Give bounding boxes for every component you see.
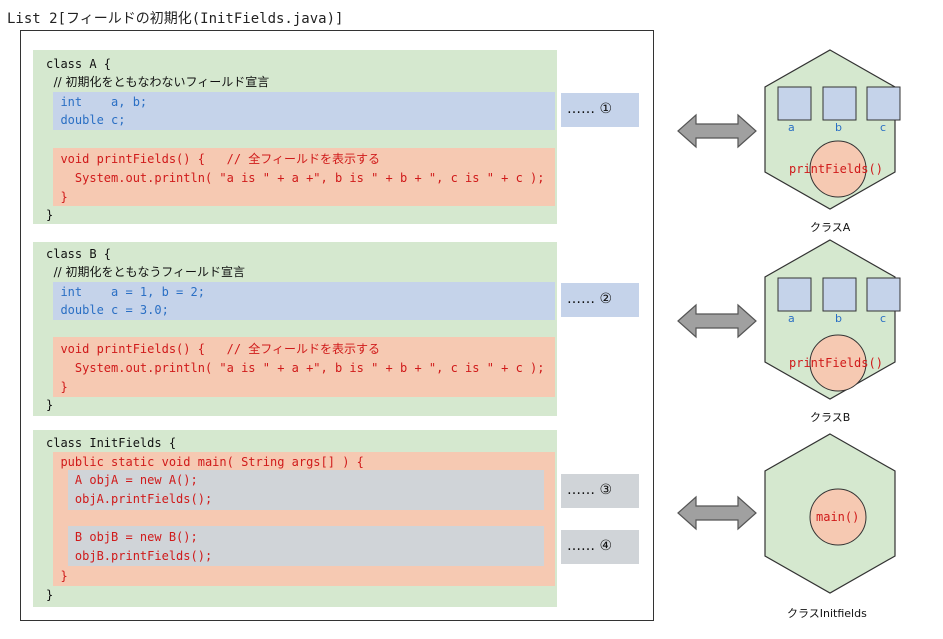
- marker-4-label: …… ④: [567, 538, 613, 554]
- print-b-line: objB.printFields();: [46, 549, 213, 563]
- class-b-field-int: int a = 1, b = 2;: [46, 285, 205, 299]
- class-a-fields-block: [53, 92, 555, 130]
- marker-4: …… ④: [561, 530, 639, 564]
- caption-class-b: クラスB: [810, 411, 851, 424]
- double-arrow-icon-init: [677, 495, 757, 531]
- caption-class-a: クラスA: [810, 221, 851, 234]
- marker-1-label: …… ①: [567, 101, 613, 117]
- class-b-field-double: double c = 3.0;: [46, 303, 169, 317]
- call-b-block: [68, 526, 544, 566]
- field-b-label: b: [835, 121, 842, 134]
- marker-3-label: …… ③: [567, 482, 613, 498]
- class-init-line-0: class InitFields {: [46, 436, 177, 450]
- method-circle-a: [809, 140, 867, 198]
- marker-1: …… ①: [561, 93, 639, 127]
- new-b-line: B objB = new B();: [46, 530, 198, 544]
- field-c-box: [866, 86, 901, 121]
- method-label-a: printFields(): [789, 162, 883, 176]
- field-b-a-box: [777, 277, 812, 312]
- class-a-field-int: int a, b;: [46, 95, 148, 109]
- field-a-box: [777, 86, 812, 121]
- method-label-b: printFields(): [789, 356, 883, 370]
- class-a-method-decl: void printFields() { // 全フィールドを表示する: [46, 152, 381, 166]
- class-a-method-close: }: [46, 190, 68, 204]
- main-circle: [809, 488, 867, 546]
- class-b-method-body: System.out.println( "a is " + a +", b is…: [46, 361, 545, 375]
- field-a-label: a: [788, 121, 795, 134]
- class-b-method-decl: void printFields() { // 全フィールドを表示する: [46, 342, 381, 356]
- page-title: List 2[フィールドの初期化(InitFields.java)]: [7, 11, 344, 27]
- class-b-method-block: [53, 337, 555, 397]
- marker-3: …… ③: [561, 474, 639, 508]
- class-a-comment: // 初期化をともなわないフィールド宣言: [46, 75, 270, 89]
- class-init-close: }: [46, 588, 54, 602]
- class-b-close: }: [46, 398, 54, 412]
- field-b-b-box: [822, 277, 857, 312]
- print-a-line: objA.printFields();: [46, 492, 213, 506]
- class-b-line-0: class B {: [46, 247, 112, 261]
- call-a-block: [68, 470, 544, 510]
- class-a-line-0: class A {: [46, 57, 112, 71]
- caption-class-init: クラスInitfields: [787, 607, 867, 620]
- new-a-line: A objA = new A();: [46, 473, 198, 487]
- double-arrow-icon-a: [677, 113, 757, 149]
- field-b-c-box: [866, 277, 901, 312]
- class-a-method-body: System.out.println( "a is " + a +", b is…: [46, 171, 545, 185]
- field-b-c-label: c: [880, 312, 887, 325]
- field-b-b-label: b: [835, 312, 842, 325]
- class-a-method-block: [53, 148, 555, 206]
- code-frame: [20, 30, 654, 621]
- marker-2: …… ②: [561, 283, 639, 317]
- class-b-fields-block: [53, 282, 555, 320]
- field-b-a-label: a: [788, 312, 795, 325]
- marker-2-label: …… ②: [567, 291, 613, 307]
- main-close: }: [46, 569, 68, 583]
- class-a-close: }: [46, 208, 54, 222]
- main-label: main(): [816, 510, 860, 524]
- class-b-method-close: }: [46, 380, 68, 394]
- main-decl: public static void main( String args[] )…: [46, 455, 364, 469]
- field-b-box: [822, 86, 857, 121]
- double-arrow-icon-b: [677, 303, 757, 339]
- class-b-comment: // 初期化をともなうフィールド宣言: [46, 265, 246, 279]
- field-c-label: c: [880, 121, 887, 134]
- method-circle-b: [809, 334, 867, 392]
- class-a-field-double: double c;: [46, 113, 126, 127]
